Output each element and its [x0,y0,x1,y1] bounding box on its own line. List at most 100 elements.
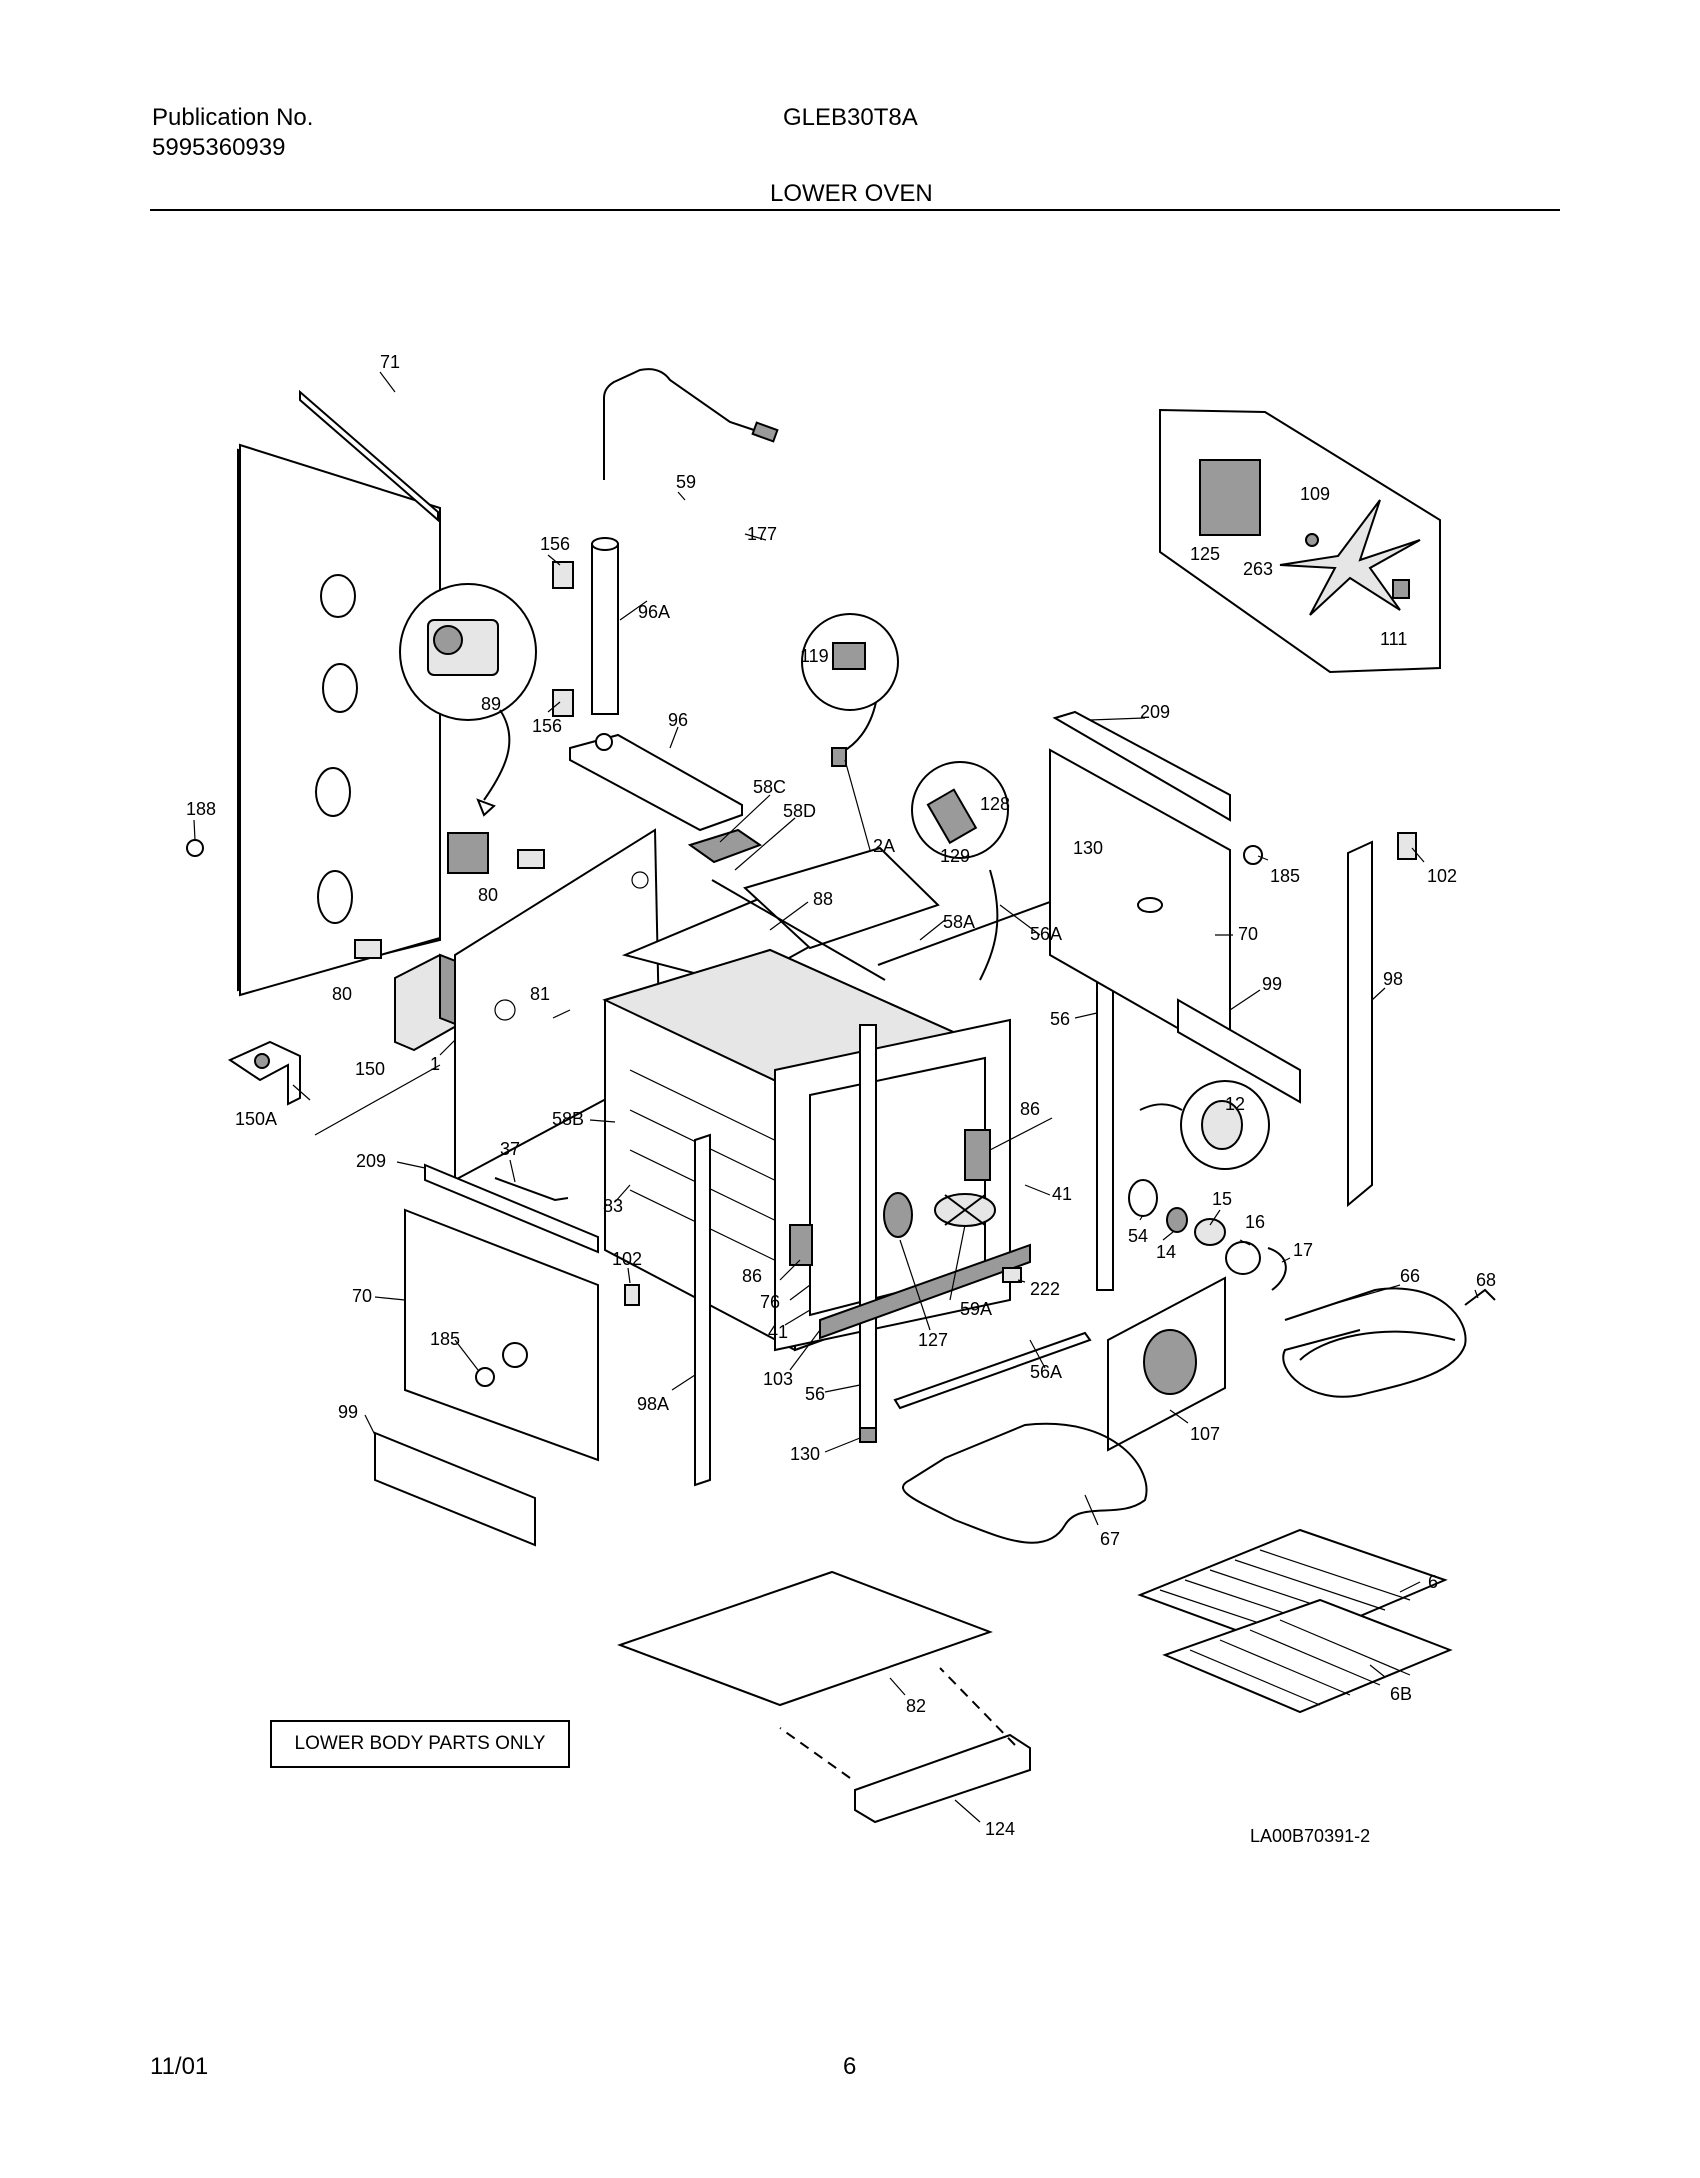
callout-58c: 58C [753,777,786,797]
part-16-lens [1225,1241,1261,1275]
part-96-vent [569,733,743,832]
callout-6b: 6B [1390,1684,1412,1704]
callout-59a: 59A [960,1299,992,1319]
callout-82: 82 [906,1696,926,1716]
callout-156: 156 [532,716,562,736]
diagram-code: LA00B70391-2 [1250,1826,1370,1846]
part-103-vent-strip [819,1243,1031,1340]
callout-98a: 98A [637,1394,669,1414]
part-98-rail [1347,840,1373,1208]
convection-fan-inset [1159,408,1441,674]
publication-number: 5995360939 [152,134,286,161]
section-title: LOWER OVEN [770,180,933,207]
callout-107: 107 [1190,1424,1220,1444]
part-82-bottom-pan [617,1570,993,1707]
callout-83: 83 [603,1196,623,1216]
callout-150a: 150A [235,1109,277,1129]
callout-128: 128 [980,794,1010,814]
part-58d-wire [711,879,886,981]
callout-119: 119 [800,646,829,666]
callout-185: 185 [430,1329,460,1349]
part-6b-rack [1162,1598,1453,1714]
panel-hole [502,1342,528,1368]
front-frame [774,1018,1011,1352]
part-99-trim [374,1431,536,1547]
callout-81: 81 [530,984,550,1004]
callout-54: 54 [1128,1226,1148,1246]
callout-86: 86 [742,1266,762,1286]
callout-86: 86 [1020,1099,1040,1119]
part-2a-top-cover [743,846,940,950]
part-156-clip [552,561,574,589]
header-rule [150,209,1560,211]
callout-177: 177 [747,524,777,544]
callout-88: 88 [813,889,833,909]
part-15-bulb [1194,1218,1226,1246]
callout-98: 98 [1383,969,1403,989]
callout-89: 89 [481,694,501,714]
callout-41: 41 [1052,1184,1072,1204]
part-156-clip [552,689,574,717]
callout-17: 17 [1293,1240,1313,1260]
callout-76: 76 [760,1292,780,1312]
part-96a-pipe [591,537,619,715]
callout-124: 124 [985,1819,1015,1839]
callout-130: 130 [1073,838,1103,858]
callout-188: 188 [186,799,216,819]
part-59a-fan [934,1193,996,1227]
part-56-rail [859,1024,877,1434]
callout-222: 222 [1030,1279,1060,1299]
part-17-clip [1267,1247,1287,1291]
part-124-drawer [854,1733,1031,1824]
part-102-clip [1397,832,1417,860]
part-70-panel [404,1208,599,1462]
part-130-cap [859,1427,877,1443]
callout-66: 66 [1400,1266,1420,1286]
leader-dashed [779,1727,851,1779]
part-71-rear-panel [237,389,441,997]
publication-label: Publication No. [152,104,314,131]
callout-96: 96 [668,710,688,730]
callout-16: 16 [1245,1212,1265,1232]
part-209-strip [424,1163,599,1254]
callout-70: 70 [352,1286,372,1306]
footer-date: 11/01 [150,2053,209,2080]
callout-130: 130 [790,1444,820,1464]
callout-96a: 96A [638,602,670,622]
callout-59: 59 [676,472,696,492]
part-107-fan-cover [1107,1276,1226,1452]
part-185-plug [475,1367,495,1387]
callout-56a: 56A [1030,1362,1062,1382]
callout-67: 67 [1100,1529,1120,1549]
part-12-detail-circle [1139,1080,1270,1170]
callout-209: 209 [1140,702,1170,722]
callout-99: 99 [1262,974,1282,994]
callout-103: 103 [763,1369,793,1389]
callout-56: 56 [805,1384,825,1404]
callout-150: 150 [355,1059,385,1079]
callout-37: 37 [500,1139,520,1159]
callout-56: 56 [1050,1009,1070,1029]
footer-page-number: 6 [843,2053,857,2080]
callout-70: 70 [1238,924,1258,944]
callout-102: 102 [612,1249,642,1269]
part-14-bulb-base [1166,1207,1188,1233]
part-56a-rail [893,1331,1092,1410]
callout-58d: 58D [783,801,816,821]
callout-185: 185 [1270,866,1300,886]
leader-dashed [939,1667,1016,1746]
callout-71: 71 [380,352,400,372]
part-188-nut [186,839,204,857]
callout-41: 41 [768,1322,788,1342]
part-185-plug [1243,845,1263,865]
part-80-bracket [517,849,545,869]
part-89-detail-circle [399,583,537,817]
callout-56a: 56A [1030,924,1062,944]
part-222-clip [1002,1267,1022,1283]
callout-209: 209 [356,1151,386,1171]
callout-58a: 58A [943,912,975,932]
callout-156: 156 [540,534,570,554]
callout-14: 14 [1156,1242,1176,1262]
callout-80: 80 [332,984,352,1004]
part-58c-insulation [687,828,763,864]
